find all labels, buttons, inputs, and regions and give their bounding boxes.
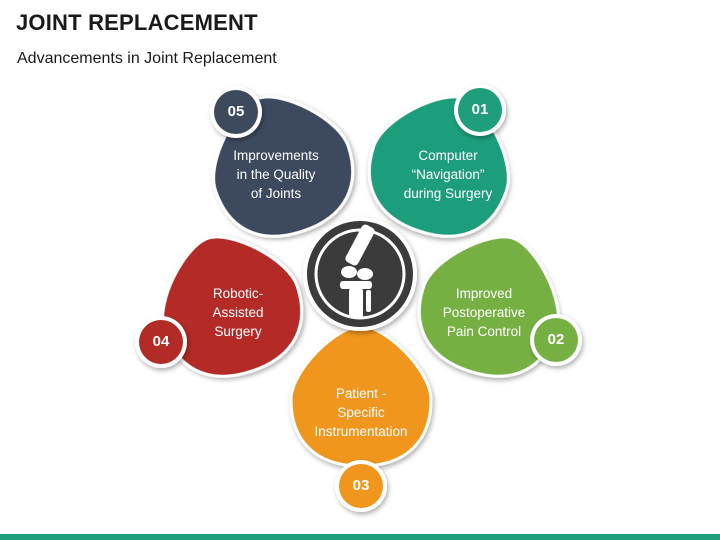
- badge-03-number: 03: [352, 477, 370, 494]
- badge-01: [454, 84, 506, 136]
- badge-03: [335, 460, 387, 512]
- item-04-label: Robotic- Assisted Surgery: [212, 286, 264, 339]
- knee-joint-icon: [340, 224, 375, 318]
- badge-02-number: 02: [547, 331, 565, 348]
- badge-01-number: 01: [471, 101, 489, 118]
- item-03-label: Patient - Specific Instrumentation: [314, 386, 408, 439]
- badge-04-number: 04: [152, 333, 170, 350]
- item-02-label: Improved Postoperative Pain Control: [442, 286, 526, 339]
- badge-05: [210, 86, 262, 138]
- badge-04: [135, 316, 187, 368]
- item-05-label: Improvements in the Quality of Joints: [233, 148, 319, 201]
- bottom-accent-bar: [0, 534, 720, 540]
- badge-02: [530, 314, 582, 366]
- item-01-label: Computer “Navigation” during Surgery: [403, 148, 493, 201]
- page-title: JOINT REPLACEMENT: [16, 10, 258, 35]
- badge-05-number: 05: [227, 103, 245, 120]
- page-subtitle: Advancements in Joint Replacement: [17, 50, 277, 67]
